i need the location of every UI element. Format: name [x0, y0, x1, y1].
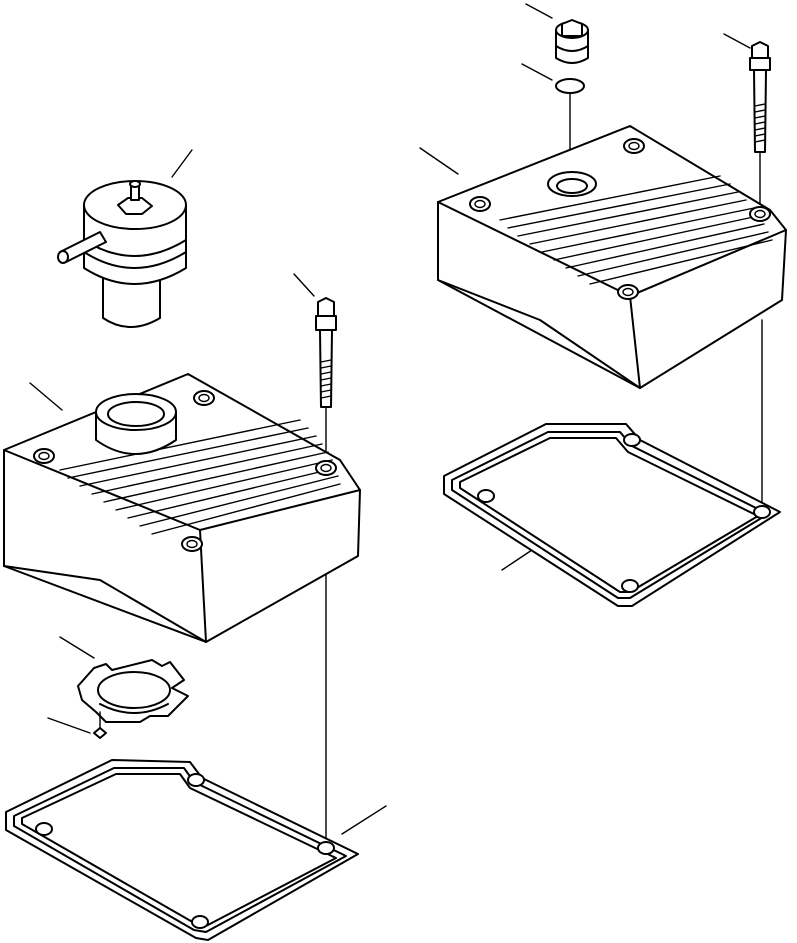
clamp-bracket [59, 636, 189, 723]
oil-filler-plug [525, 3, 589, 64]
gasket-right [443, 423, 781, 607]
long-bolt-right [723, 33, 771, 509]
small-washer-left [47, 711, 107, 739]
gasket-left [5, 759, 387, 941]
cover-plain [419, 125, 787, 389]
breather-cap [57, 149, 193, 328]
cover-with-filler-neck [3, 373, 361, 643]
